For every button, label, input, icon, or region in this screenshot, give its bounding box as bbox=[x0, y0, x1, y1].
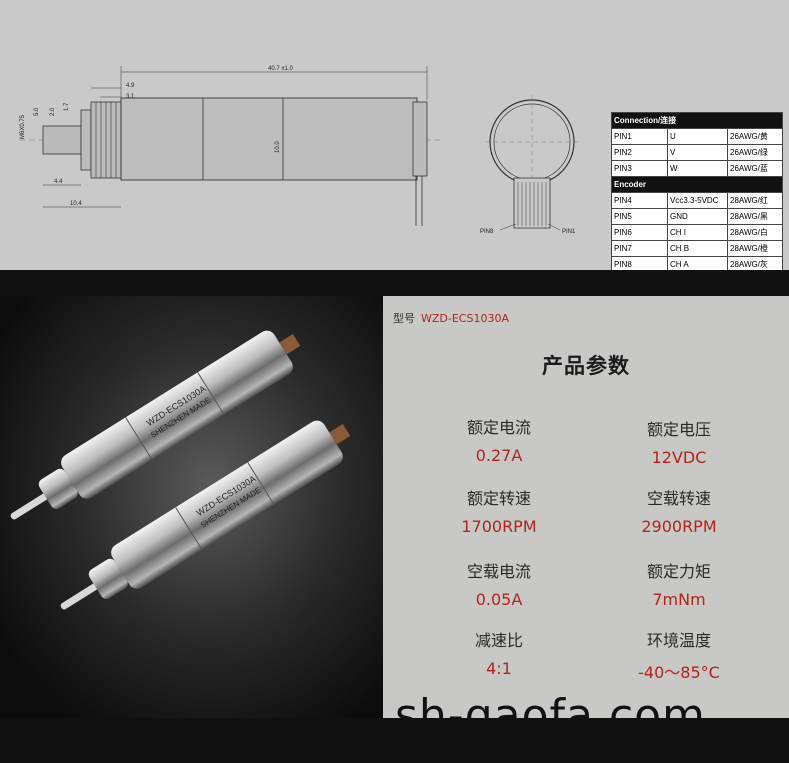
spec-panel: 型号 WZD-ECS1030A 产品参数 额定电流 0.27A 额定电压 12VD… bbox=[383, 296, 789, 718]
table-row: PIN4 Vcc3.3-5VDC 28AWG/红 bbox=[611, 192, 783, 209]
gear-thread-drawing bbox=[90, 101, 122, 179]
signal-cell: CH B bbox=[667, 240, 728, 257]
pin-cell: PIN2 bbox=[611, 144, 668, 161]
bottom-band bbox=[0, 718, 789, 763]
dim-10-4: 10.4 bbox=[70, 201, 82, 207]
table-row: PIN3 W 26AWG/蓝 bbox=[611, 160, 783, 177]
wire-cell: 28AWG/白 bbox=[727, 224, 783, 241]
param-rated-speed: 额定转速 1700RPM bbox=[419, 485, 579, 536]
wire-cell: 28AWG/橙 bbox=[727, 240, 783, 257]
param-value: 7mNm bbox=[652, 590, 706, 609]
pin8-label: PIN8 bbox=[480, 229, 494, 235]
motor-body-drawing bbox=[120, 97, 418, 181]
wire-cell: 26AWG/黄 bbox=[727, 128, 783, 145]
wire-cell: 26AWG/绿 bbox=[727, 144, 783, 161]
connection-header: Connection/连接 bbox=[611, 112, 783, 129]
pin-cell: PIN1 bbox=[611, 128, 668, 145]
param-ambient-temperature: 环境温度 -40～85°C bbox=[599, 627, 759, 683]
pin-cell: PIN6 bbox=[611, 224, 668, 241]
model-line: 型号 WZD-ECS1030A bbox=[393, 310, 509, 326]
param-rated-voltage: 额定电压 12VDC bbox=[599, 416, 759, 467]
model-label: 型号 bbox=[393, 312, 415, 325]
product-photo: WZD-ECS1030A SHENZHEN MADE WZD-ECS1030A … bbox=[0, 296, 383, 718]
param-value: -40～85°C bbox=[638, 663, 720, 682]
pin-table: Connection/连接 PIN1 U 26AWG/黄 PIN2 V 26AW… bbox=[611, 112, 783, 270]
table-row: PIN8 CH A 28AWG/灰 bbox=[611, 256, 783, 270]
param-no-load-current: 空载电流 0.05A bbox=[419, 558, 579, 609]
signal-cell: W bbox=[667, 160, 728, 177]
signal-cell: GND bbox=[667, 208, 728, 225]
dim-4-4: 4.4 bbox=[54, 179, 63, 185]
pin-cell: PIN7 bbox=[611, 240, 668, 257]
encoder-header: Encoder bbox=[611, 176, 783, 193]
watermark-text: sh-gaofa.com bbox=[395, 690, 706, 741]
pin-cell: PIN5 bbox=[611, 208, 668, 225]
pin-cell: PIN8 bbox=[611, 256, 668, 270]
param-rated-torque: 额定力矩 7mNm bbox=[599, 558, 759, 609]
motor-photo-illustration: WZD-ECS1030A SHENZHEN MADE WZD-ECS1030A … bbox=[10, 330, 351, 610]
dia-10-dim: 10.0 bbox=[275, 141, 281, 153]
param-label: 空载电流 bbox=[466, 562, 531, 581]
param-reduction-ratio: 减速比 4:1 bbox=[419, 627, 579, 678]
dia-2-dim: 2.0 bbox=[50, 107, 56, 116]
param-label: 额定力矩 bbox=[646, 562, 711, 581]
dim-3-1: 3.1 bbox=[126, 94, 135, 100]
param-label: 额定电压 bbox=[646, 420, 711, 439]
param-value: 12VDC bbox=[651, 448, 707, 467]
param-rated-current: 额定电流 0.27A bbox=[419, 414, 579, 465]
panel-title: 产品参数 bbox=[542, 354, 630, 378]
pin-cell: PIN4 bbox=[611, 192, 668, 209]
signal-cell: Vcc3.3-5VDC bbox=[667, 192, 728, 209]
signal-cell: V bbox=[667, 144, 728, 161]
technical-drawing: 40.7 ±1.0 4.9 3.1 4.4 10.4 M6X0.75 5.0 2… bbox=[0, 0, 789, 270]
param-value: 1700RPM bbox=[461, 517, 537, 536]
motor-shaft-drawing bbox=[42, 125, 82, 155]
param-no-load-speed: 空载转速 2900RPM bbox=[599, 485, 759, 536]
signal-cell: U bbox=[667, 128, 728, 145]
dim-1-7: 1.7 bbox=[64, 102, 70, 111]
pin1-label: PIN1 bbox=[562, 229, 576, 235]
param-label: 空载转速 bbox=[646, 489, 711, 508]
pin-cell: PIN3 bbox=[611, 160, 668, 177]
param-value: 2900RPM bbox=[641, 517, 717, 536]
dia-5-dim: 5.0 bbox=[34, 107, 40, 116]
divider-band bbox=[0, 270, 789, 296]
param-value: 0.27A bbox=[475, 446, 523, 465]
motor-dimension-drawing: 40.7 ±1.0 4.9 3.1 4.4 10.4 M6X0.75 5.0 2… bbox=[20, 66, 580, 235]
param-label: 环境温度 bbox=[646, 631, 711, 650]
wire-cell: 28AWG/黑 bbox=[727, 208, 783, 225]
wire-cell: 28AWG/灰 bbox=[727, 256, 783, 270]
param-label: 减速比 bbox=[474, 631, 523, 650]
signal-cell: CH I bbox=[667, 224, 728, 241]
table-row: PIN2 V 26AWG/绿 bbox=[611, 144, 783, 161]
wire-cell: 26AWG/蓝 bbox=[727, 160, 783, 177]
model-value: WZD-ECS1030A bbox=[421, 312, 509, 325]
dim-4-9: 4.9 bbox=[126, 83, 135, 89]
thread-dim: M6X0.75 bbox=[20, 114, 26, 139]
wire-cell: 28AWG/红 bbox=[727, 192, 783, 209]
signal-cell: CH A bbox=[667, 256, 728, 270]
table-row: PIN7 CH B 28AWG/橙 bbox=[611, 240, 783, 257]
table-row: PIN6 CH I 28AWG/白 bbox=[611, 224, 783, 241]
param-label: 额定电流 bbox=[466, 418, 531, 437]
param-value: 0.05A bbox=[475, 590, 523, 609]
param-value: 4:1 bbox=[486, 659, 512, 678]
flex-cable-drawing bbox=[513, 177, 551, 229]
table-row: PIN1 U 26AWG/黄 bbox=[611, 128, 783, 145]
table-row: PIN5 GND 28AWG/黑 bbox=[611, 208, 783, 225]
overall-length-dim: 40.7 ±1.0 bbox=[268, 66, 294, 72]
product-section: WZD-ECS1030A SHENZHEN MADE WZD-ECS1030A … bbox=[0, 296, 789, 763]
param-label: 额定转速 bbox=[466, 489, 531, 508]
